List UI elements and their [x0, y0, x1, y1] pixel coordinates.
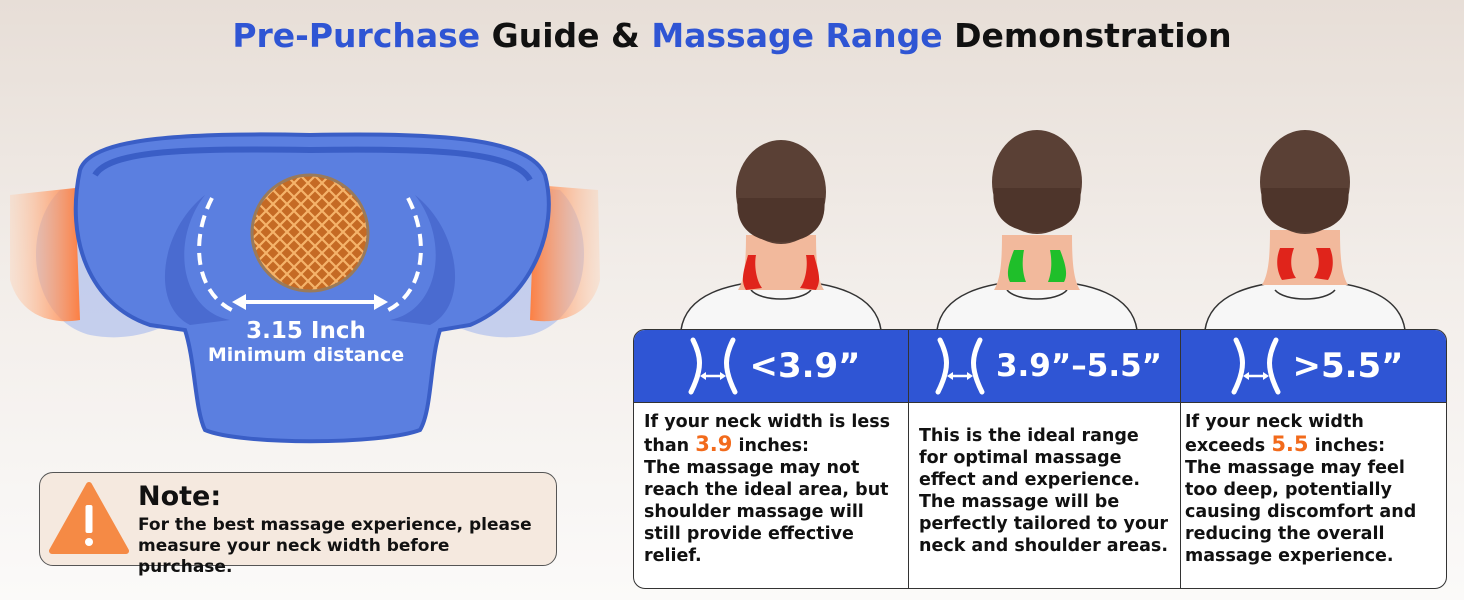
zone-left: [1277, 248, 1296, 280]
range-column-ideal: 3.9”–5.5” This is the ideal range for op…: [908, 330, 1181, 588]
range-description-ideal: This is the ideal range for optimal mass…: [919, 426, 1169, 556]
range-label-ideal: 3.9”–5.5”: [995, 348, 1163, 384]
head-illustration-small: [680, 140, 882, 330]
left-heat-pad: [10, 188, 80, 322]
range-column-large: >5.5” If your neck width exceeds 5.5 inc…: [1180, 330, 1446, 588]
range-intro-large: If your neck width exceeds: [1185, 412, 1364, 456]
range-detail-small: The massage may not reach the ideal area…: [644, 458, 889, 566]
range-unit-large: inches:: [1308, 436, 1386, 456]
warning-triangle-icon: [49, 482, 129, 554]
title-part-4: Demonstration: [942, 16, 1232, 55]
head-illustration-large: [1204, 130, 1406, 330]
range-label-small: <3.9”: [749, 346, 861, 386]
neck-width-icon: [935, 337, 985, 395]
distance-arrow: [232, 294, 388, 310]
zone-left: [1007, 250, 1026, 282]
massage-node: [250, 173, 370, 293]
zone-right: [1314, 248, 1333, 280]
neck-range-table: <3.9” If your neck width is less than 3.…: [633, 329, 1447, 589]
zone-right: [800, 255, 820, 290]
title-part-3: Massage Range: [651, 16, 943, 55]
range-label-large: >5.5”: [1292, 346, 1404, 386]
zone-left: [742, 255, 762, 290]
range-header-large: >5.5”: [1181, 330, 1446, 403]
neck-width-icon: [688, 337, 738, 395]
note-box: Note: For the best massage experience, p…: [39, 472, 557, 577]
page-title: Pre-Purchase Guide & Massage Range Demon…: [0, 16, 1464, 55]
range-highlight-small: 3.9: [695, 432, 733, 456]
range-description-small: If your neck width is less than 3.9 inch…: [634, 403, 908, 567]
range-intro-small: If your neck width is less than: [644, 412, 891, 456]
distance-caption: Minimum distance: [207, 344, 405, 366]
range-column-small: <3.9” If your neck width is less than 3.…: [634, 330, 908, 588]
distance-label: 3.15 Inch Minimum distance: [186, 318, 426, 366]
head-illustration-ideal: [936, 130, 1138, 330]
title-part-2: Guide &: [480, 16, 652, 55]
range-highlight-large: 5.5: [1271, 432, 1309, 456]
distance-value: 3.15 Inch: [246, 318, 366, 344]
note-text: For the best massage experience, please …: [138, 515, 532, 577]
range-description-large: If your neck width exceeds 5.5 inches: T…: [1181, 403, 1446, 567]
range-header-small: <3.9”: [634, 330, 908, 403]
range-unit-small: inches:: [732, 436, 810, 456]
title-part-1: Pre-Purchase: [232, 16, 481, 55]
neck-width-icon: [1231, 337, 1281, 395]
note-title: Note:: [138, 481, 222, 512]
range-header-ideal: 3.9”–5.5”: [909, 330, 1181, 403]
pillow-illustration: [10, 132, 600, 444]
range-detail-large: The massage may feel too deep, potential…: [1185, 458, 1417, 566]
zone-right: [1048, 250, 1067, 282]
